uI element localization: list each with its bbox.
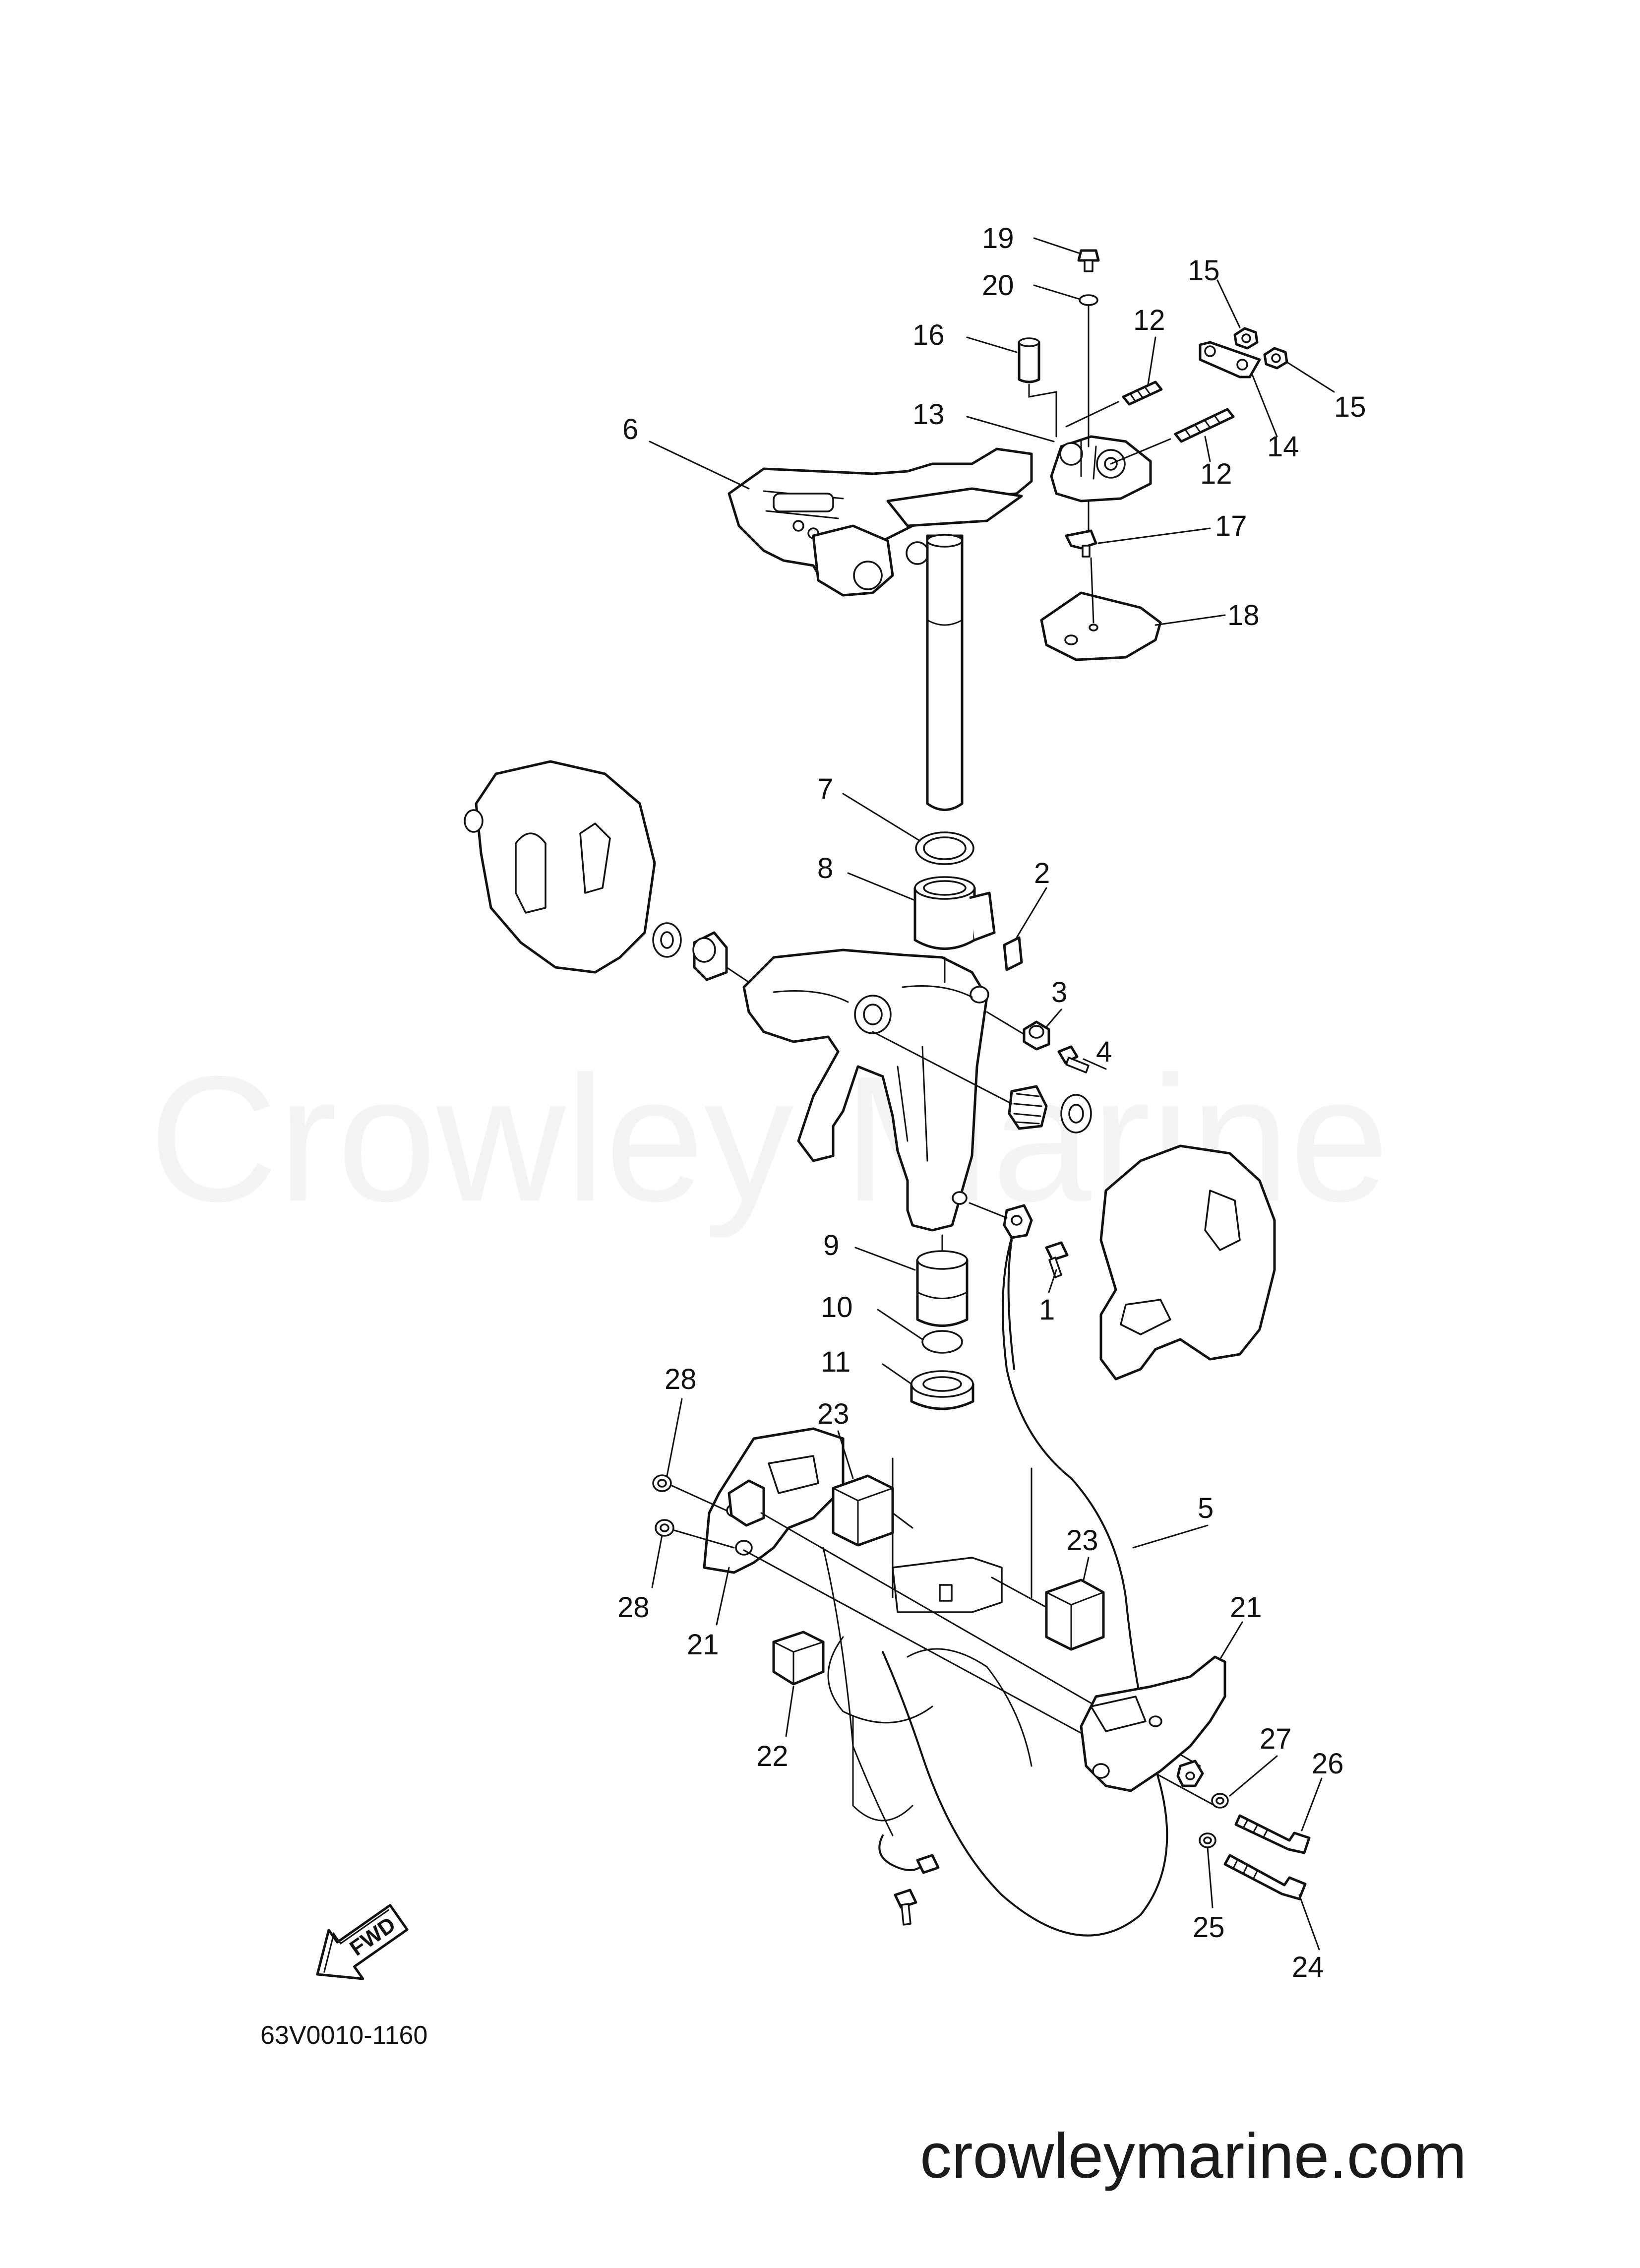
callout-15: 15 [1334, 391, 1366, 423]
callout-16: 16 [912, 319, 945, 351]
lower-mount-assembly [652, 1234, 1311, 1937]
callout-10: 10 [821, 1291, 853, 1323]
callout-21: 21 [1230, 1591, 1262, 1624]
callout-23: 23 [817, 1398, 850, 1430]
callout-2: 2 [1034, 857, 1050, 889]
callout-21: 21 [687, 1629, 719, 1661]
diagram-code: 63V0010-1160 [260, 2021, 427, 2050]
callout-12: 12 [1200, 458, 1232, 490]
callout-14: 14 [1267, 431, 1299, 463]
fwd-direction-arrow: FWD [316, 1904, 409, 1980]
callout-3: 3 [1051, 976, 1067, 1008]
steering-friction-assembly [1018, 249, 1288, 661]
callout-4: 4 [1096, 1036, 1112, 1068]
callout-8: 8 [817, 852, 833, 884]
callout-labels: 19 20 15 12 16 15 13 14 6 12 17 18 7 8 2… [617, 222, 1366, 1983]
callout-11: 11 [821, 1346, 850, 1378]
callout-26: 26 [1312, 1748, 1344, 1780]
callout-6: 6 [622, 413, 638, 445]
callout-24: 24 [1292, 1951, 1324, 1983]
callout-22: 22 [756, 1740, 789, 1772]
footer-url[interactable]: crowleymarine.com [920, 2121, 1467, 2192]
callout-leader-lines [649, 237, 1335, 1951]
steering-bracket [728, 447, 1033, 811]
callout-20: 20 [982, 269, 1014, 302]
callout-15: 15 [1188, 254, 1220, 287]
callout-13: 13 [912, 398, 945, 431]
callout-28: 28 [665, 1363, 697, 1395]
callout-18: 18 [1227, 599, 1260, 631]
callout-25: 25 [1193, 1911, 1225, 1944]
callout-9: 9 [823, 1229, 839, 1261]
callout-7: 7 [817, 773, 833, 805]
callout-1: 1 [1039, 1294, 1055, 1326]
callout-27: 27 [1260, 1723, 1292, 1755]
callout-28: 28 [617, 1591, 650, 1624]
callout-19: 19 [982, 222, 1014, 254]
callout-17: 17 [1215, 510, 1247, 542]
upper-mount-assembly [464, 760, 1276, 1381]
callout-5: 5 [1198, 1492, 1214, 1524]
callout-12: 12 [1133, 304, 1165, 336]
callout-23: 23 [1066, 1524, 1098, 1557]
